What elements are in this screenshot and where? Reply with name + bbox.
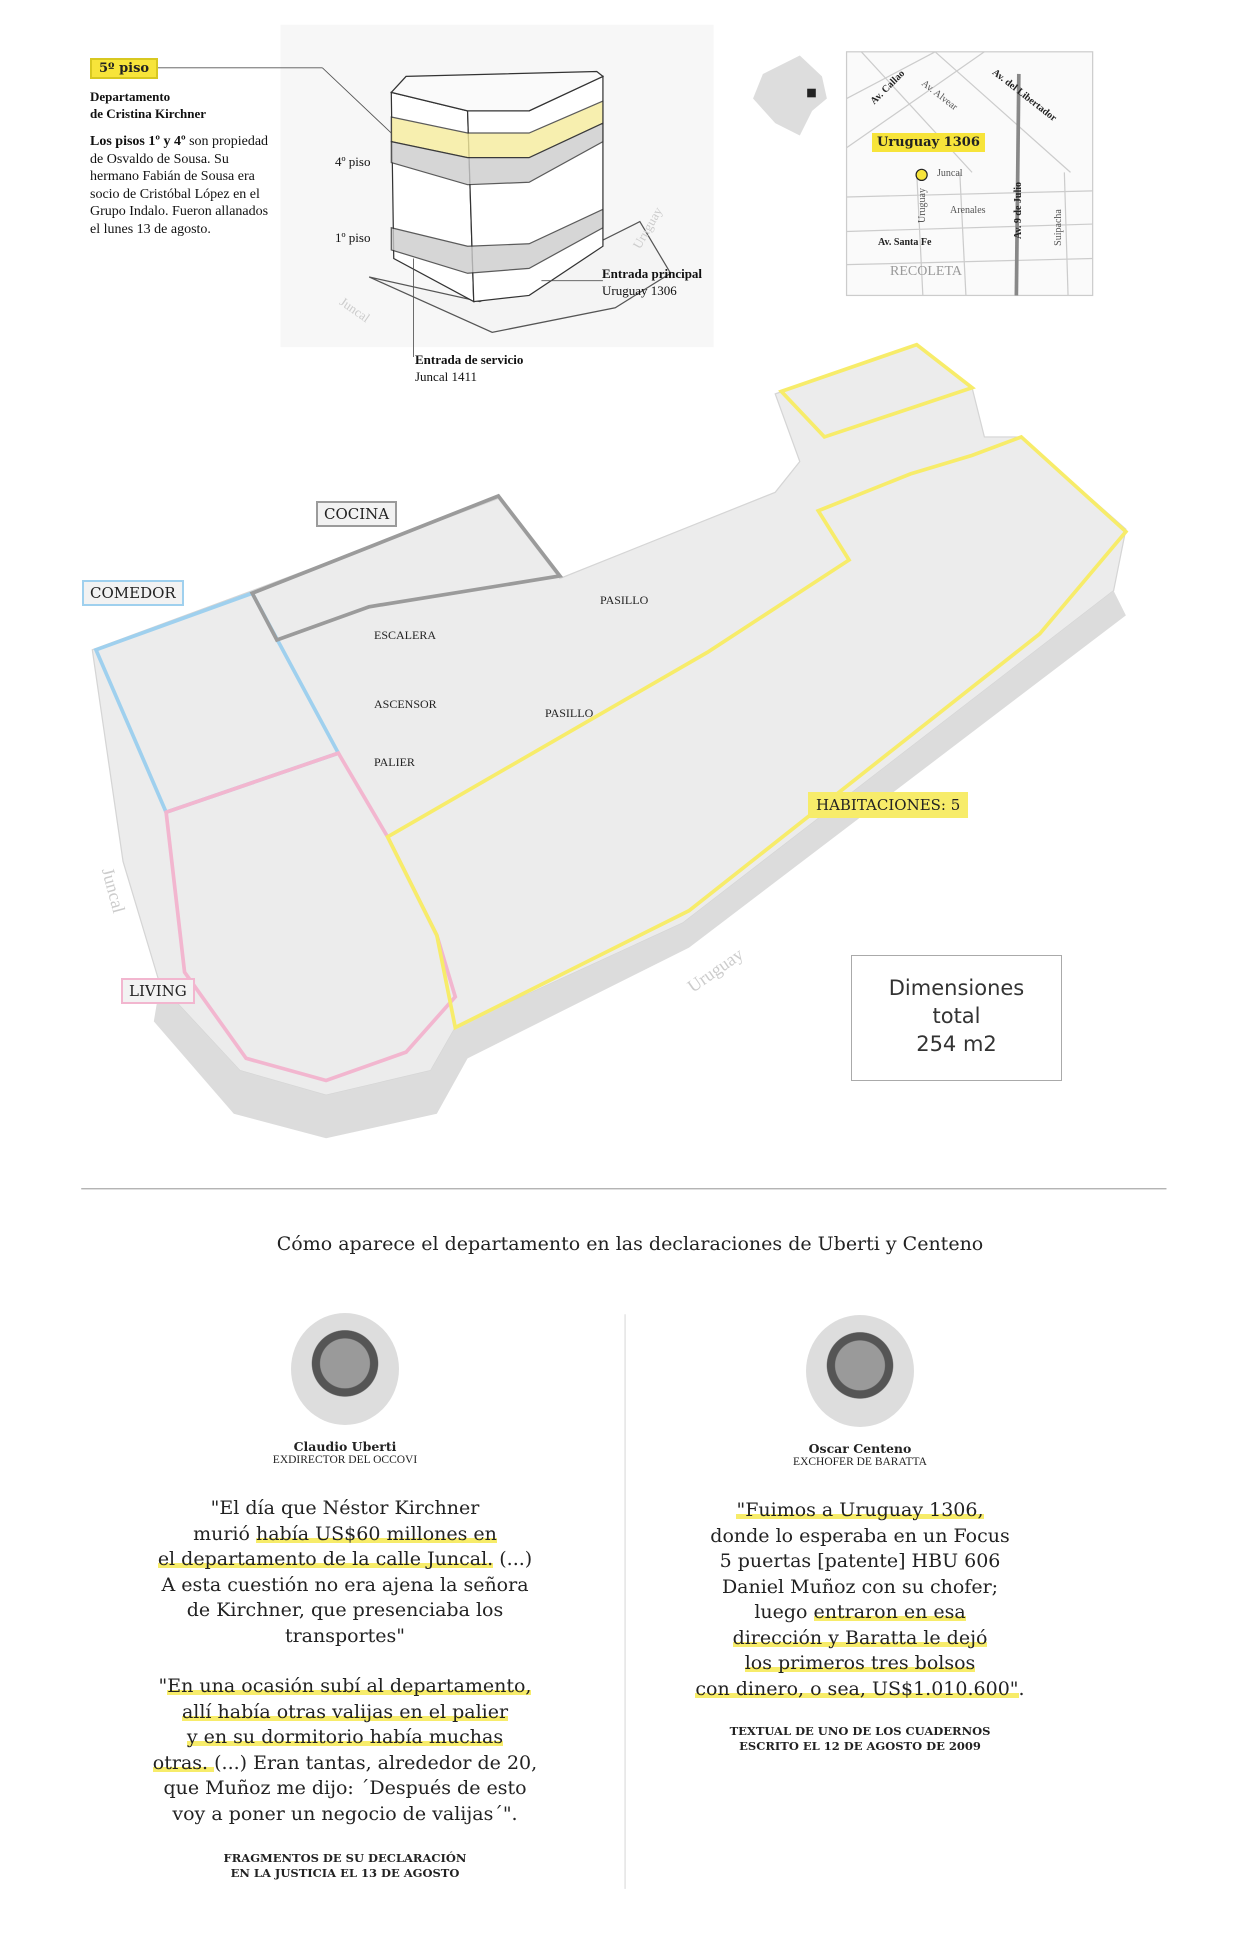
uberti-quote-1: "El día que Néstor Kirchner murió había … xyxy=(90,1496,600,1649)
main-entry-address: Uruguay 1306 xyxy=(602,283,677,298)
room-comedor: COMEDOR xyxy=(82,580,184,606)
room-living: LIVING xyxy=(121,978,195,1004)
dimensions-title: Dimensiones xyxy=(888,976,1025,1000)
uberti-name: Claudio Uberti xyxy=(293,1439,397,1454)
city-silhouette xyxy=(753,55,827,136)
dimensions-box: Dimensiones total 254 m2 xyxy=(851,955,1062,1081)
centeno-photo xyxy=(806,1315,914,1427)
dimensions-value: 254 m2 xyxy=(916,1032,997,1056)
street-juncal: Juncal xyxy=(937,168,963,179)
floor-4-label: 4º piso xyxy=(335,154,371,169)
quote-text: (...) A esta cuestión no era ajena la se… xyxy=(161,1548,533,1647)
quote-text: (...) Eran tantas, alrededor de 20, que … xyxy=(163,1751,538,1825)
quote-text: "El día que Néstor Kirchner murió xyxy=(193,1497,480,1545)
quote-text: donde lo esperaba en un Focus 5 puertas … xyxy=(710,1524,1010,1623)
building-description: Los pisos 1º y 4º son propiedad de Osval… xyxy=(90,133,280,238)
service-entry-title: Entrada de servicio xyxy=(415,352,524,367)
top-room-outline xyxy=(778,342,976,440)
testimony-centeno: Oscar Centeno EXCHOFER DE BARATTA "Fuimo… xyxy=(610,1315,1110,1754)
habitaciones-outline xyxy=(385,434,1129,1031)
testimony-uberti: Claudio Uberti EXDIRECTOR DEL OCCOVI "El… xyxy=(90,1313,600,1881)
centeno-role: EXCHOFER DE BARATTA xyxy=(793,1456,927,1468)
quote-highlight: "Fuimos a Uruguay 1306, xyxy=(736,1499,984,1521)
apartment-title: Departamento de Cristina Kirchner xyxy=(90,89,207,121)
description-bold: Los pisos 1º y 4º xyxy=(90,134,186,149)
building-drawing xyxy=(368,70,672,333)
map-pin-label: Uruguay 1306 xyxy=(872,133,985,152)
quote-text: " xyxy=(158,1675,168,1697)
centeno-name: Oscar Centeno xyxy=(808,1441,912,1456)
floor-5-tag: 5º piso xyxy=(90,58,159,79)
cocina-outline xyxy=(249,493,564,643)
street-9-de-julio: Av. 9 de Julio xyxy=(1013,181,1025,240)
label-ascensor: ASCENSOR xyxy=(374,697,437,711)
centeno-quote: "Fuimos a Uruguay 1306, donde lo esperab… xyxy=(610,1498,1110,1702)
floor-plan xyxy=(91,342,1129,1139)
street-suipacha: Suipacha xyxy=(1052,209,1064,246)
room-habitaciones: HABITACIONES: 5 xyxy=(808,792,969,818)
uberti-photo xyxy=(291,1313,399,1425)
floor-1-label: 1º piso xyxy=(335,230,371,245)
uberti-role: EXDIRECTOR DEL OCCOVI xyxy=(272,1454,418,1466)
neighborhood-label: RECOLETA xyxy=(890,264,962,279)
centeno-source: TEXTUAL DE UNO DE LOS CUADERNOS ESCRITO … xyxy=(729,1724,991,1753)
map-pin xyxy=(915,168,928,182)
street-uruguay: Uruguay xyxy=(917,188,928,223)
label-pasillo-2: PASILLO xyxy=(545,706,594,720)
label-pasillo-1: PASILLO xyxy=(600,593,649,607)
quote-highlight: entraron en esa dirección y Baratta le d… xyxy=(695,1601,1019,1700)
service-entry-address: Juncal 1411 xyxy=(415,369,477,384)
street-map-grid xyxy=(845,51,1094,297)
section-title: Cómo aparece el departamento en las decl… xyxy=(276,1233,984,1255)
uberti-quote-2: "En una ocasión subí al departamento, al… xyxy=(90,1674,600,1827)
main-entry-title: Entrada principal xyxy=(602,266,703,281)
dimensions-sub: total xyxy=(932,1004,981,1028)
label-escalera: ESCALERA xyxy=(374,628,437,642)
living-outline xyxy=(164,750,458,1083)
description-rest: son propiedad de Osvaldo de Sousa. Su he… xyxy=(90,134,269,237)
room-cocina: COCINA xyxy=(316,501,398,527)
street-santa-fe: Av. Santa Fe xyxy=(878,237,932,248)
quote-text: . xyxy=(1018,1677,1025,1700)
location-square xyxy=(807,88,816,98)
uberti-source: FRAGMENTOS DE SU DECLARACIÓN EN LA JUSTI… xyxy=(223,1851,467,1880)
street-arenales: Arenales xyxy=(950,205,986,216)
label-palier: PALIER xyxy=(374,755,415,769)
